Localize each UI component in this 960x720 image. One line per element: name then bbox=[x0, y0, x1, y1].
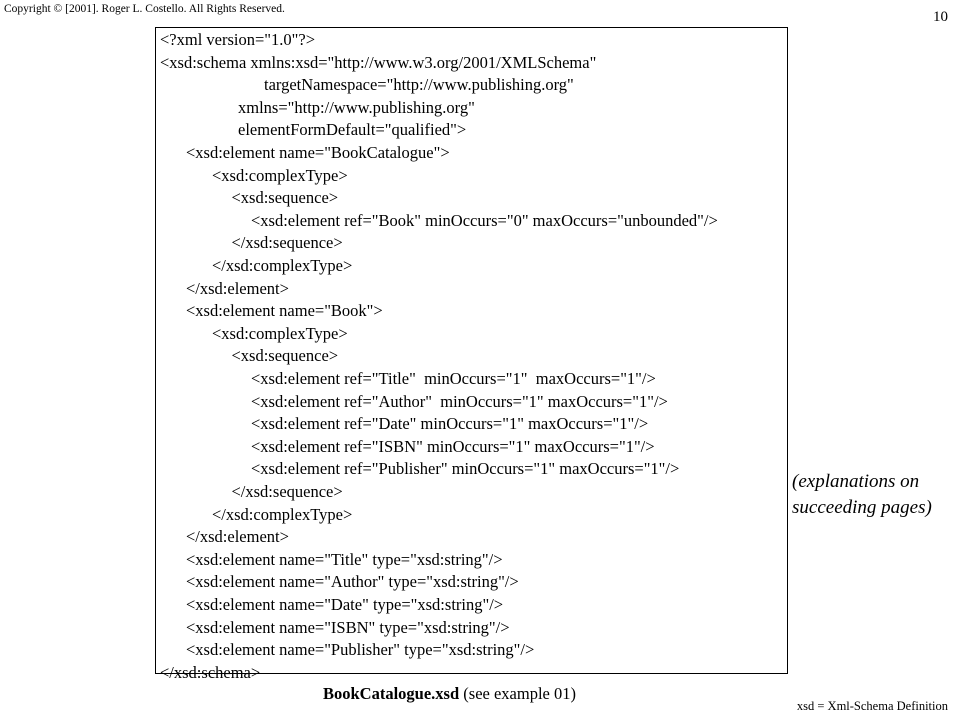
code-line: </xsd:sequence> bbox=[231, 233, 343, 253]
side-note-line-2: succeeding pages) bbox=[792, 497, 932, 518]
code-line: <xsd:sequence> bbox=[231, 188, 339, 208]
code-line: <xsd:element ref="Author" minOccurs="1" … bbox=[251, 391, 668, 411]
code-line: <xsd:element name="Book"> bbox=[186, 301, 383, 321]
side-note: (explanations on succeeding pages) bbox=[792, 469, 932, 521]
copyright-notice: Copyright © [2001]. Roger L. Costello. A… bbox=[4, 3, 285, 15]
code-line: </xsd:schema> bbox=[160, 662, 261, 682]
code-line: </xsd:sequence> bbox=[231, 482, 343, 501]
caption-filename: BookCatalogue.xsd bbox=[323, 684, 460, 703]
code-line: <xsd:complexType> bbox=[212, 323, 348, 343]
code-listing: <?xml version="1.0"?> <xsd:schema xmlns:x… bbox=[155, 27, 788, 682]
code-line: <xsd:element name="BookCatalogue"> bbox=[186, 143, 450, 162]
code-line: <xsd:sequence> bbox=[231, 346, 339, 366]
code-line: <xsd:element ref="Book" minOccurs="0" ma… bbox=[251, 210, 718, 230]
code-line: xmlns="http://www.publishing.org" bbox=[238, 97, 475, 117]
code-line: <xsd:element name="Title" type="xsd:stri… bbox=[186, 549, 503, 569]
code-line: <xsd:complexType> bbox=[212, 165, 348, 185]
xsd-definition-footnote: xsd = Xml-Schema Definition bbox=[796, 699, 948, 713]
code-line: targetNamespace="http://www.publishing.o… bbox=[264, 75, 574, 95]
side-note-line-1: (explanations on bbox=[792, 471, 920, 492]
code-line: <?xml version="1.0"?> bbox=[160, 30, 316, 49]
code-line: elementFormDefault="qualified"> bbox=[238, 120, 467, 140]
code-line: <xsd:element ref="Title" minOccurs="1" m… bbox=[251, 369, 656, 388]
code-line: <xsd:element name="Publisher" type="xsd:… bbox=[186, 640, 535, 660]
code-line: </xsd:complexType> bbox=[212, 256, 353, 275]
code-line: <xsd:element name="ISBN" type="xsd:strin… bbox=[186, 617, 510, 637]
code-line: </xsd:element> bbox=[186, 278, 289, 298]
code-line: </xsd:complexType> bbox=[212, 504, 353, 524]
code-line: <xsd:element ref="Publisher" minOccurs="… bbox=[251, 459, 680, 479]
code-line: </xsd:element> bbox=[186, 527, 289, 547]
listing-caption: BookCatalogue.xsd (see example 01) bbox=[323, 684, 576, 704]
caption-note: (see example 01) bbox=[459, 684, 576, 703]
code-line: <xsd:schema xmlns:xsd="http://www.w3.org… bbox=[160, 52, 597, 72]
code-line: <xsd:element ref="ISBN" minOccurs="1" ma… bbox=[251, 436, 655, 456]
code-line: <xsd:element ref="Date" minOccurs="1" ma… bbox=[251, 414, 649, 434]
page-number: 10 bbox=[933, 9, 948, 25]
code-line: <xsd:element name="Date" type="xsd:strin… bbox=[186, 595, 504, 614]
code-line: <xsd:element name="Author" type="xsd:str… bbox=[186, 572, 519, 592]
